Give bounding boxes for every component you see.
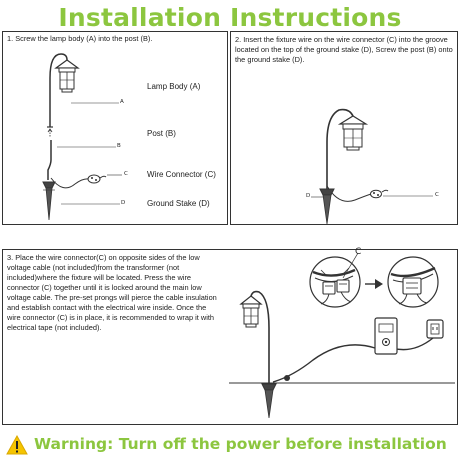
step-2-panel: 2. Insert the fixture wire on the wire c… [230,31,458,225]
label-post: Post (B) [147,129,176,138]
letter-d: D [306,193,311,199]
step-1-illustration [42,53,122,221]
label-lamp-body: Lamp Body (A) [147,82,201,91]
step-2-text: 2. Insert the fixture wire on the wire c… [235,35,453,64]
warning-text: Warning: Turn off the power before insta… [34,435,447,453]
step-3-illustration [229,252,455,419]
letter-c: C [124,171,128,177]
warning-triangle-icon [6,435,28,455]
letter-a: A [120,99,124,105]
letter-b: B [117,143,121,149]
step-1-panel: 1. Screw the lamp body (A) into the post… [2,31,228,225]
step-2-illustration [311,108,433,225]
letter-d: D [121,200,126,206]
label-wire-connector: Wire Connector (C) [147,170,216,179]
page-title: Installation Instructions [58,3,402,32]
letter-c: C [355,247,362,257]
step-3-panel: 3. Place the wire connector(C) on opposi… [2,247,458,425]
warning-banner: Warning: Turn off the power before insta… [6,433,456,457]
label-ground-stake: Ground Stake (D) [147,199,210,208]
step-1-text: 1. Screw the lamp body (A) into the post… [7,34,153,43]
letter-c: C [435,192,439,198]
step-3-text: 3. Place the wire connector(C) on opposi… [7,253,217,332]
